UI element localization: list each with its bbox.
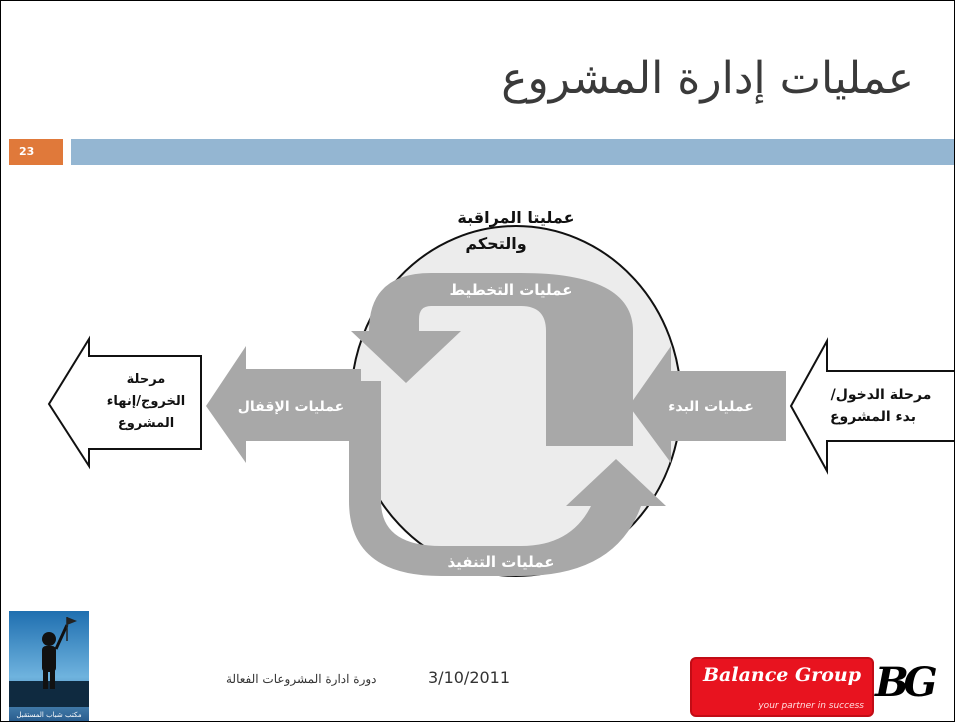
exit-phase-label-line1: مرحلة bbox=[127, 372, 166, 387]
exit-phase-label-line3: المشروع bbox=[118, 416, 174, 431]
left-logo: مكتب شباب المستقبل bbox=[9, 611, 89, 721]
footer-date: 3/10/2011 bbox=[428, 668, 511, 687]
page-number-badge: 23 bbox=[9, 139, 63, 165]
balance-group-logo: Balance Group your partner in success bbox=[690, 657, 874, 717]
company-name: Balance Group bbox=[703, 664, 861, 686]
monitoring-label-line2: والتحكم bbox=[465, 234, 526, 253]
left-logo-caption: مكتب شباب المستقبل bbox=[16, 711, 82, 719]
entry-phase-arrow bbox=[789, 337, 954, 475]
initiating-label: عمليات البدء bbox=[668, 399, 754, 415]
monitoring-label-line1: عمليتا المراقبة bbox=[457, 208, 574, 227]
entry-phase-label-line1: مرحلة الدخول/ bbox=[831, 387, 932, 403]
planning-label: عمليات التخطيط bbox=[450, 281, 573, 299]
footer-course-title: دورة ادارة المشروعات الفعالة bbox=[226, 672, 377, 686]
slide-title: عمليات إدارة المشروع bbox=[501, 53, 914, 104]
initiating-arrow bbox=[629, 346, 786, 463]
company-mark: BG bbox=[875, 659, 938, 706]
title-band bbox=[71, 139, 954, 165]
hiker-silhouette-icon bbox=[9, 617, 89, 707]
company-tagline: your partner in success bbox=[758, 701, 864, 711]
entry-phase-label-line2: بدء المشروع bbox=[830, 409, 916, 425]
exit-phase-label-line2: الخروج/إنهاء bbox=[107, 394, 185, 409]
closing-arrow bbox=[206, 346, 361, 463]
executing-loop-arrow bbox=[349, 381, 666, 576]
exit-phase-arrow bbox=[47, 335, 202, 470]
closing-label: عمليات الإقفال bbox=[238, 399, 344, 415]
planning-loop-arrow bbox=[351, 273, 633, 446]
executing-label: عمليات التنفيذ bbox=[447, 553, 554, 571]
